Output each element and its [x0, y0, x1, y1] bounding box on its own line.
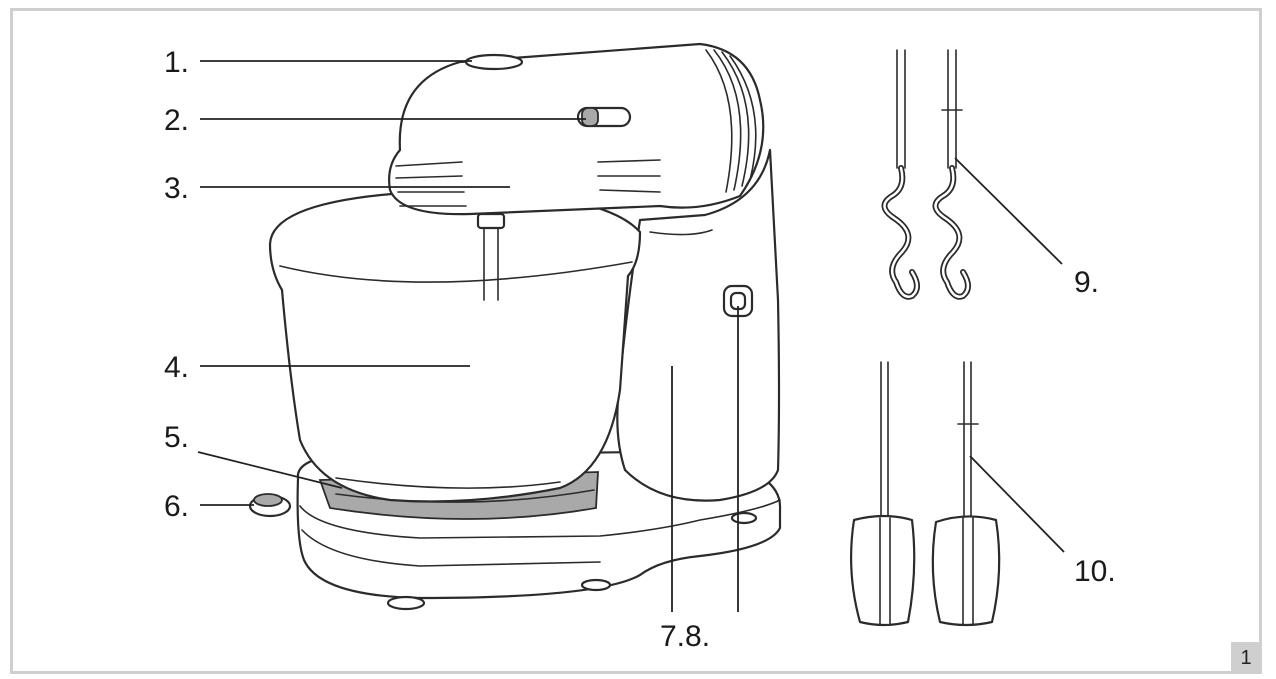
- part-label-1: 1.: [164, 46, 189, 79]
- figure-frame: [10, 8, 1262, 674]
- stand-mixer: [248, 42, 782, 611]
- part-label-4: 4.: [164, 351, 189, 384]
- part-label-5: 5.: [164, 421, 189, 454]
- part-label-2: 2.: [164, 104, 189, 137]
- beater: [849, 361, 916, 627]
- mixer-head: [388, 42, 765, 216]
- mixing-bowl: [268, 190, 642, 503]
- dough-hook: [881, 49, 920, 300]
- part-label-10: 10.: [1074, 555, 1116, 588]
- leader-line-9: [954, 157, 1063, 265]
- eject-button: [464, 53, 524, 71]
- part-label-3: 3.: [164, 172, 189, 205]
- part-label-78: 7.8.: [660, 620, 710, 653]
- speed-slider-knob: [581, 107, 599, 127]
- dough-hooks: [881, 49, 971, 300]
- part-label-6: 6.: [164, 490, 189, 523]
- beaters: [849, 361, 1001, 627]
- leader-line-5: [197, 451, 343, 489]
- page-number-badge: 1: [1231, 642, 1261, 674]
- part-labels: 1. 2. 3. 4. 5. 6. 7.8. 9. 10.: [164, 46, 1116, 653]
- base-foot: [386, 595, 426, 611]
- base-foot: [580, 578, 612, 592]
- leader-line-10: [969, 455, 1065, 553]
- leader-lines: [197, 60, 1065, 612]
- part-label-9: 9.: [1074, 266, 1099, 299]
- beater: [931, 361, 1001, 627]
- base-foot: [730, 511, 758, 525]
- dough-hook: [932, 49, 971, 300]
